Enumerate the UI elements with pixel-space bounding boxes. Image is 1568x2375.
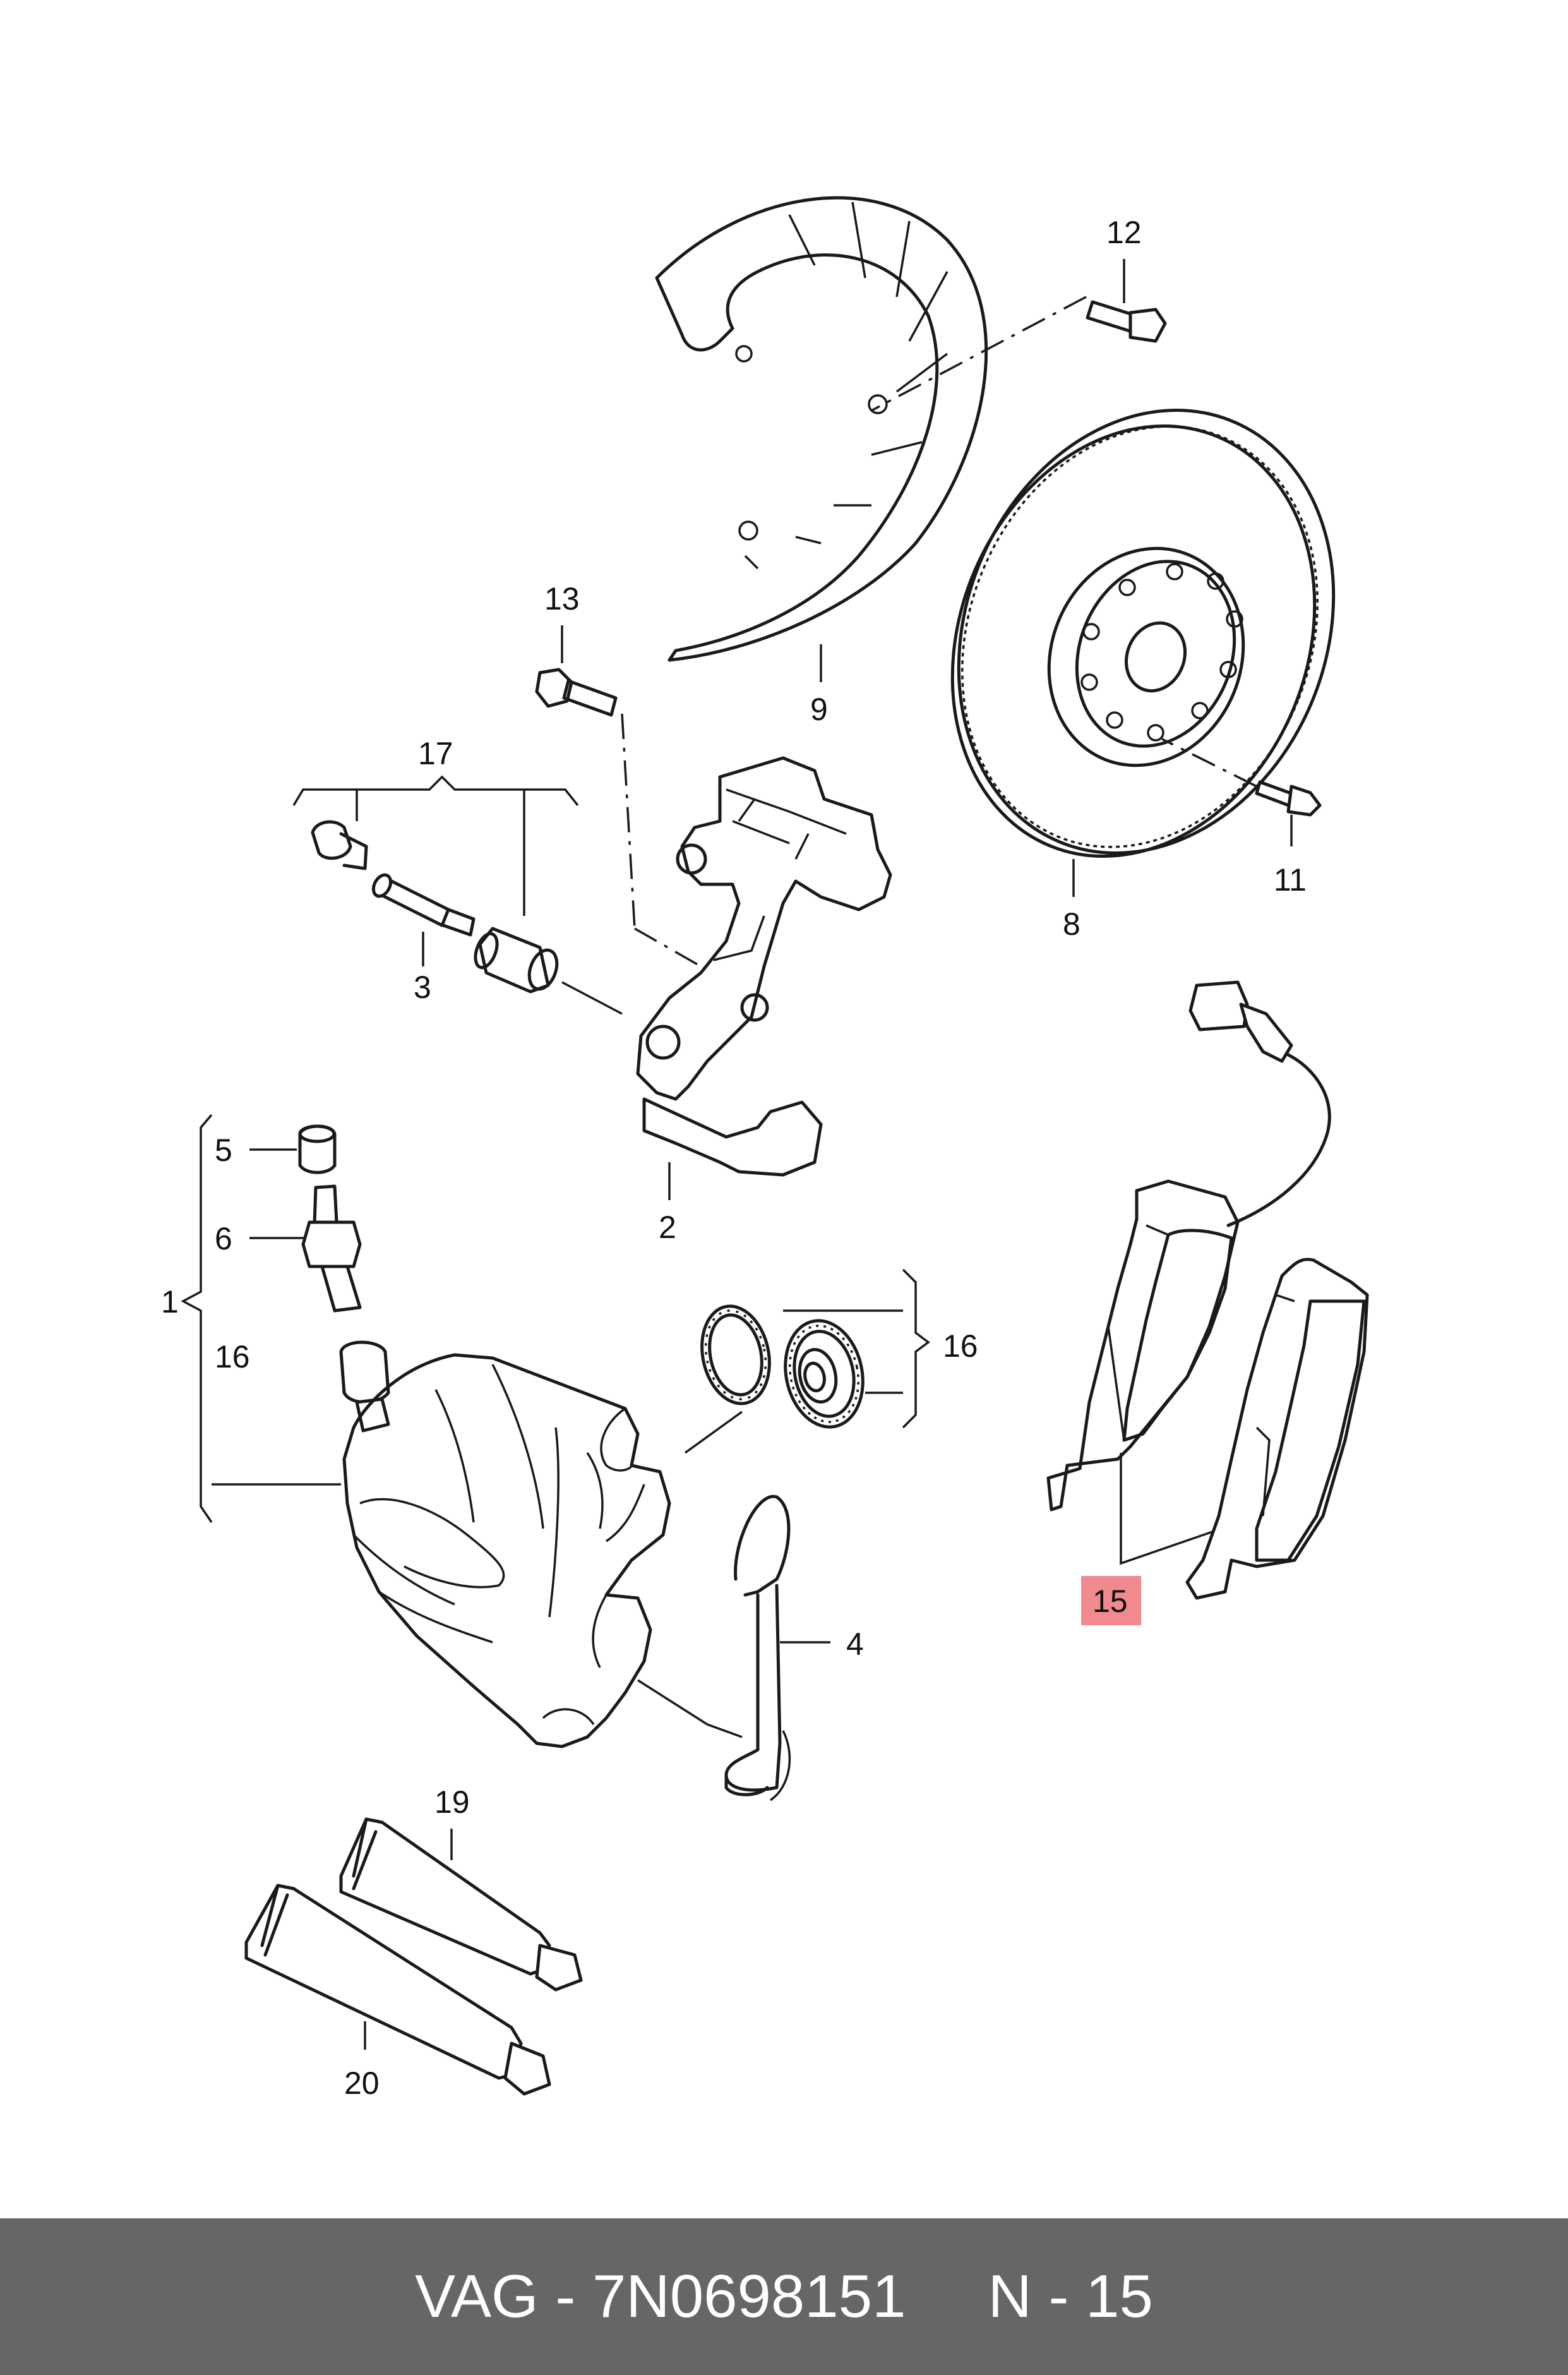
grease-tube-20: [244, 1884, 551, 2096]
brake-pad-outer: [1185, 1258, 1369, 1600]
caliper-housing: [342, 1353, 671, 1748]
bolt-12: [1086, 300, 1167, 343]
splash-shield: [655, 196, 988, 662]
label-3: 3: [414, 970, 431, 1005]
guide-sleeve-17: [474, 927, 559, 994]
bolt-13: [535, 668, 618, 717]
wear-sensor: [1188, 980, 1331, 1227]
label-17: 17: [418, 736, 453, 771]
spring-clip-4: [707, 1494, 791, 1801]
disc-screw-11: [1255, 780, 1322, 817]
label-9: 9: [810, 692, 828, 727]
diagram-svg: 9 12 8 11 13: [161, 196, 1369, 2101]
guide-pin-3: [371, 873, 476, 937]
label-5: 5: [215, 1133, 232, 1168]
exploded-parts-diagram: 9 12 8 11 13: [161, 196, 1369, 2101]
bleed-screw-6: [301, 1184, 362, 1313]
brake-pad-inner: [1046, 1179, 1240, 1512]
footer-position: N - 15: [988, 2263, 1153, 2330]
seal-ring-16: [700, 1304, 771, 1405]
label-4: 4: [846, 1626, 864, 1662]
label-16-right: 16: [943, 1328, 978, 1364]
label-1: 1: [161, 1284, 179, 1320]
label-19: 19: [434, 1784, 470, 1820]
label-15: 15: [1092, 1584, 1128, 1619]
piston-16: [784, 1319, 865, 1429]
label-6: 6: [215, 1221, 232, 1256]
label-11: 11: [1274, 862, 1307, 898]
footer-part-number: VAG - 7N0698151: [415, 2263, 906, 2330]
brake-disc: [950, 409, 1336, 858]
label-8: 8: [1063, 906, 1080, 942]
label-20: 20: [344, 2065, 380, 2101]
caliper-carrier: [636, 756, 892, 1177]
label-13: 13: [544, 581, 580, 616]
dust-cap-16: [339, 1340, 390, 1433]
label-16-left: 16: [215, 1339, 250, 1374]
dust-cap-17: [311, 820, 368, 870]
label-2: 2: [659, 1210, 676, 1245]
bleed-cap-5: [298, 1124, 337, 1174]
highlight-box-15: [1081, 1576, 1141, 1625]
footer-bar: VAG - 7N0698151 N - 15: [0, 2218, 1568, 2375]
label-12: 12: [1106, 215, 1142, 250]
grease-tube-19: [339, 1817, 583, 1992]
